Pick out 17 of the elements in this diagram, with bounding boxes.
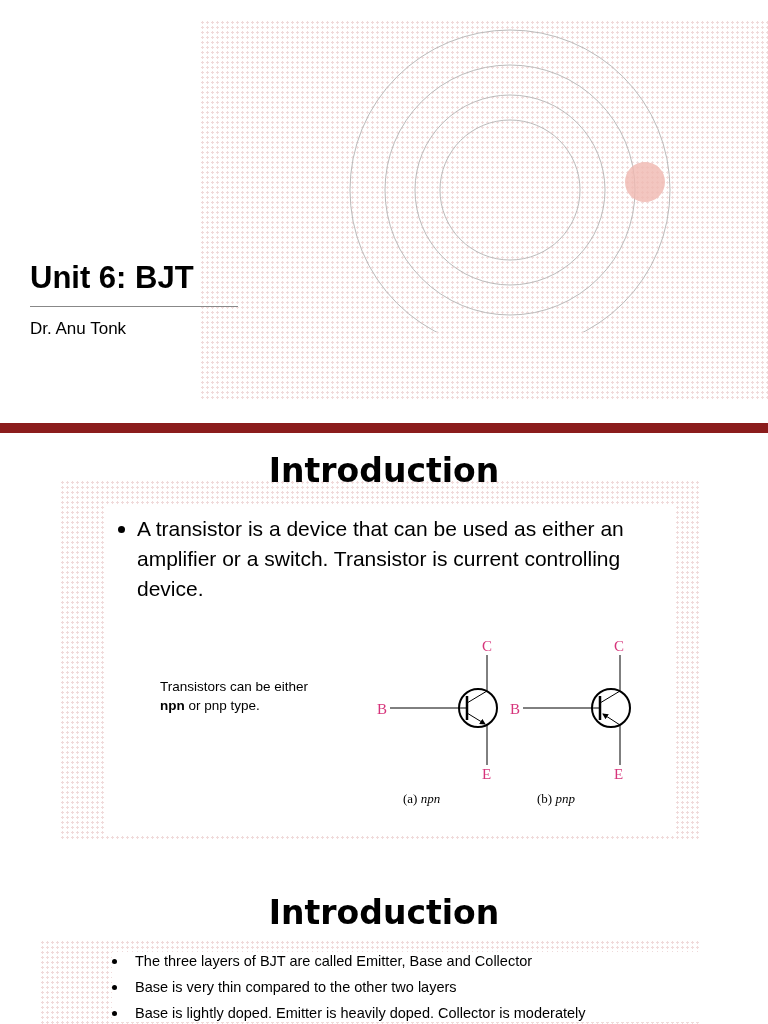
slide-heading: Introduction <box>267 454 501 487</box>
bullet-text: Base is lightly doped. Emitter is heavily doped. Collector is moderately <box>135 1004 586 1022</box>
terminal-label: C <box>614 639 624 654</box>
slide-title: Unit 6: BJT <box>30 262 194 293</box>
figure-caption: (a) npn <box>403 792 441 805</box>
bullet-text: A transistor is a device that can be used as either an amplifier or a switch. Transistor is current controlling device. <box>137 516 625 602</box>
terminal-label: C <box>482 639 492 654</box>
terminal-label: B <box>510 702 520 717</box>
bullet-text: Base is very thin compared to the other two layers <box>135 978 457 996</box>
author-name: Dr. Anu Tonk <box>30 320 127 337</box>
figure-caption: (b) pnp <box>537 792 575 805</box>
slide-heading: Introduction <box>267 896 501 929</box>
terminal-label: E <box>614 767 624 782</box>
terminal-label: B <box>377 702 387 717</box>
terminal-label: E <box>482 767 492 782</box>
note-text: Transistors can be either npn or pnp type. <box>160 678 310 715</box>
bullet-text: The three layers of BJT are called Emitter, Base and Collector <box>135 952 533 970</box>
